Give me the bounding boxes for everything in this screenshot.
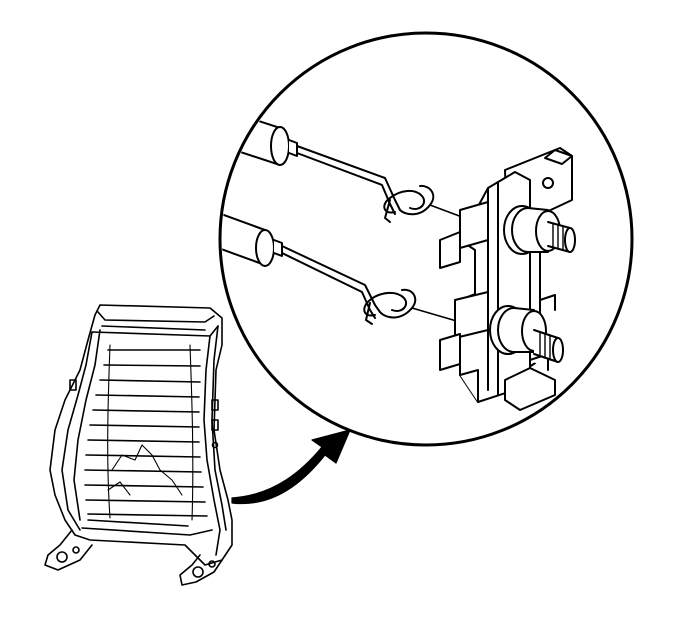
seat-back-frame xyxy=(44,304,233,586)
detail-contents xyxy=(222,104,576,411)
spring-rod-lower xyxy=(222,209,417,325)
bolt-lower xyxy=(489,305,564,363)
bolt-upper xyxy=(503,205,576,255)
callout-arrow xyxy=(231,429,351,505)
